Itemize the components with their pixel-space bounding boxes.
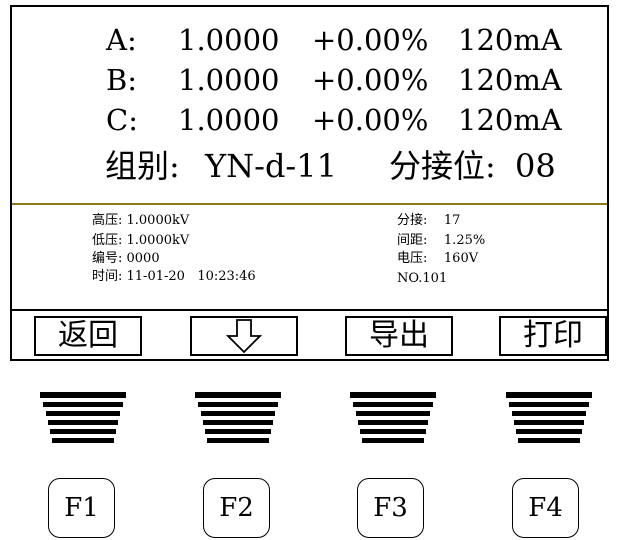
export-softkey[interactable]: 导出 [345, 316, 453, 356]
current-value: 120mA [458, 103, 562, 137]
stripe-icon [350, 392, 436, 446]
f2-key[interactable]: F2 [203, 478, 270, 538]
high-voltage-text: 高压: 1.0000kV [92, 213, 190, 228]
deviation-value: +0.00% [312, 63, 429, 97]
tap-position-value: 08 [515, 147, 556, 185]
voltage-text: 电压: 160V [397, 251, 479, 266]
measurement-panel: A: 1.0000 +0.00% 120mA B: 1.0000 +0.00% … [12, 7, 607, 205]
phase-label: B: [106, 63, 138, 97]
group-tap-row: 组别: YN-d-11 分接位: 08 [105, 144, 556, 408]
ratio-value: 1.0000 [178, 23, 280, 57]
print-softkey[interactable]: 打印 [499, 316, 607, 356]
measurement-row-c: C: 1.0000 +0.00% 120mA [12, 100, 562, 140]
down-arrow-icon [225, 319, 263, 354]
stripe-icon [195, 392, 281, 446]
current-value: 120mA [458, 23, 562, 57]
measurement-row-a: A: 1.0000 +0.00% 120mA [12, 20, 562, 60]
ratio-value: 1.0000 [178, 63, 280, 97]
tap-spacing-text: 间距: 1.25% [397, 233, 486, 248]
info-panel: 高压: 1.0000kV 低压: 1.0000kV 编号: 0000 时间: 1… [12, 205, 607, 311]
phase-label: A: [106, 23, 137, 57]
measurement-row-b: B: 1.0000 +0.00% 120mA [12, 60, 562, 100]
back-softkey[interactable]: 返回 [34, 316, 142, 356]
serial-number-text: 编号: 0000 [92, 251, 160, 266]
stripe-icon [506, 392, 592, 446]
timestamp-text: 时间: 11-01-20 10:23:46 [92, 269, 256, 284]
deviation-value: +0.00% [312, 103, 429, 137]
f4-key[interactable]: F4 [512, 478, 579, 538]
phase-label: C: [106, 103, 138, 137]
down-softkey[interactable] [190, 316, 298, 356]
stripe-icon [40, 392, 126, 446]
lcd-screen: A: 1.0000 +0.00% 120mA B: 1.0000 +0.00% … [10, 5, 609, 361]
group-value: YN-d-11 [205, 147, 337, 185]
low-voltage-text: 低压: 1.0000kV [92, 233, 190, 248]
f3-key[interactable]: F3 [357, 478, 424, 538]
f1-key[interactable]: F1 [48, 478, 115, 538]
record-number-text: NO.101 [397, 271, 448, 286]
ratio-value: 1.0000 [178, 103, 280, 137]
softkey-bar: 返回 导出 打印 [12, 311, 607, 359]
tap-count-text: 分接: 17 [397, 213, 461, 228]
tap-position-label: 分接位: [389, 147, 496, 185]
current-value: 120mA [458, 63, 562, 97]
deviation-value: +0.00% [312, 23, 429, 57]
group-label: 组别: [105, 147, 180, 185]
